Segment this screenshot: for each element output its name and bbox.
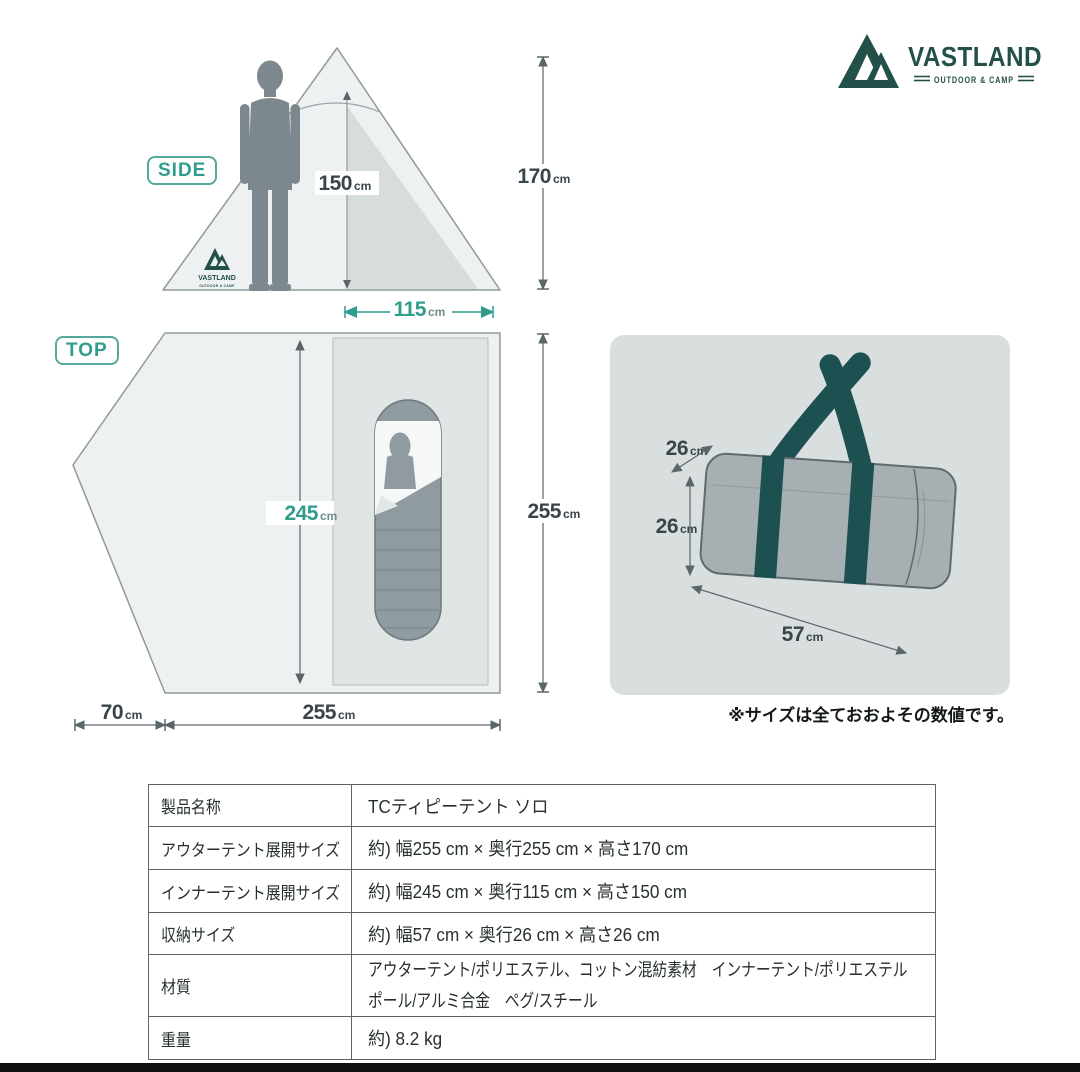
outer-width-label: 255: [302, 701, 336, 724]
table-row: 材質 アウターテント/ポリエステル、コットン混紡素材 インナーテント/ポリエステ…: [148, 953, 936, 1018]
svg-text:cm: cm: [563, 507, 580, 521]
spec-label: 製品名称: [161, 798, 221, 817]
spec-value: 約) 8.2 kg: [368, 1029, 443, 1050]
tent-logo-tagline: OUTDOOR & CAMP: [199, 284, 235, 288]
spec-value: 約) 幅245 cm × 奥行115 cm × 高さ150 cm: [368, 882, 687, 902]
bottom-dimensions: 70 cm 255 cm: [73, 701, 502, 731]
inner-height-dim-label: 150 cm: [315, 171, 379, 195]
person-silhouette: [240, 60, 300, 291]
spec-value: TCティピーテント ソロ: [368, 796, 549, 817]
brand-logo: VASTLAND OUTDOOR & CAMP: [838, 34, 1042, 88]
size-note: ※サイズは全ておおよその数値です。: [728, 706, 1014, 725]
spec-value: アウターテント/ポリエステル、コットン混紡素材 インナーテント/ポリエステル ポ…: [368, 960, 908, 1011]
svg-text:cm: cm: [806, 630, 823, 644]
inner-tent-shade: [347, 106, 478, 289]
svg-text:150: 150: [318, 172, 352, 195]
inner-width-dimension: 115 cm: [343, 298, 495, 321]
bag-strap-left: [754, 455, 785, 579]
bag-height-dimension: 26 cm: [656, 475, 697, 577]
table-row: アウターテント展開サイズ 約) 幅255 cm × 奥行255 cm × 高さ1…: [148, 826, 936, 870]
spec-value: 約) 幅57 cm × 奥行26 cm × 高さ26 cm: [368, 924, 660, 945]
bag-depth-dimension: 26 cm: [666, 437, 714, 473]
brand-tagline: OUTDOOR & CAMP: [934, 75, 1014, 85]
outer-depth-dimension: 255 cm: [517, 332, 580, 694]
spec-table: 製品名称 TCティピーテント ソロ アウターテント展開サイズ 約) 幅255 c…: [148, 784, 936, 1061]
sleeping-bag: [374, 399, 442, 641]
spec-label: インナーテント展開サイズ: [161, 883, 341, 903]
top-view-badge: TOP: [55, 336, 119, 365]
table-row: 重量 約) 8.2 kg: [148, 1016, 936, 1061]
svg-text:cm: cm: [338, 708, 355, 722]
svg-text:26: 26: [666, 437, 688, 460]
bag-width-dimension: 57 cm: [690, 585, 908, 655]
table-row: 製品名称 TCティピーテント ソロ: [148, 784, 936, 827]
tent-logo-brand: VASTLAND: [198, 275, 236, 282]
bottom-bar: [0, 1063, 1080, 1072]
svg-text:255: 255: [527, 500, 561, 523]
svg-text:cm: cm: [354, 179, 371, 193]
svg-text:cm: cm: [680, 522, 697, 536]
svg-text:cm: cm: [320, 509, 337, 523]
quilt-lines: [375, 529, 441, 629]
top-view-diagram: 245 cm 255 cm 70 cm 255 cm: [72, 332, 580, 731]
tent-logo: VASTLAND OUTDOOR & CAMP: [198, 248, 236, 288]
spec-label: 材質: [161, 978, 191, 998]
svg-text:57: 57: [782, 623, 804, 646]
sleeper-head: [389, 432, 411, 460]
svg-text:cm: cm: [553, 172, 570, 186]
tagline-rules: [914, 75, 1034, 82]
svg-text:170: 170: [517, 165, 551, 188]
duffel-bag: [699, 352, 957, 590]
spec-value: 約) 幅255 cm × 奥行255 cm × 高さ170 cm: [368, 839, 689, 859]
spec-label: 重量: [161, 1030, 191, 1050]
inner-tent-arc: [291, 102, 381, 113]
inner-length-dimension: 245 cm: [266, 339, 337, 685]
outer-height-dimension: 170 cm: [517, 55, 570, 291]
side-view-badge: SIDE: [147, 156, 218, 185]
svg-text:26: 26: [656, 515, 678, 538]
spec-label: 収納サイズ: [161, 926, 236, 945]
table-row: 収納サイズ 約) 幅57 cm × 奥行26 cm × 高さ26 cm: [148, 912, 936, 955]
svg-text:245: 245: [284, 502, 318, 525]
bag-handle-left: [763, 352, 871, 480]
svg-text:cm: cm: [428, 305, 445, 319]
spec-label: アウターテント展開サイズ: [161, 840, 341, 860]
storage-bag-panel: 26 cm 26 cm 57 cm: [610, 335, 1010, 695]
svg-text:cm: cm: [125, 708, 142, 722]
bag-end-seam: [905, 468, 919, 585]
vestibule-width-label: 70: [101, 701, 123, 724]
brand-name: VASTLAND: [908, 41, 1042, 72]
bag-strap-right: [843, 461, 875, 585]
svg-text:115: 115: [394, 298, 427, 321]
table-row: インナーテント展開サイズ 約) 幅245 cm × 奥行115 cm × 高さ1…: [148, 869, 936, 913]
side-view-diagram: VASTLAND OUTDOOR & CAMP 150 cm 170 cm 11…: [162, 47, 570, 321]
brand-mark-icon: [838, 34, 899, 88]
